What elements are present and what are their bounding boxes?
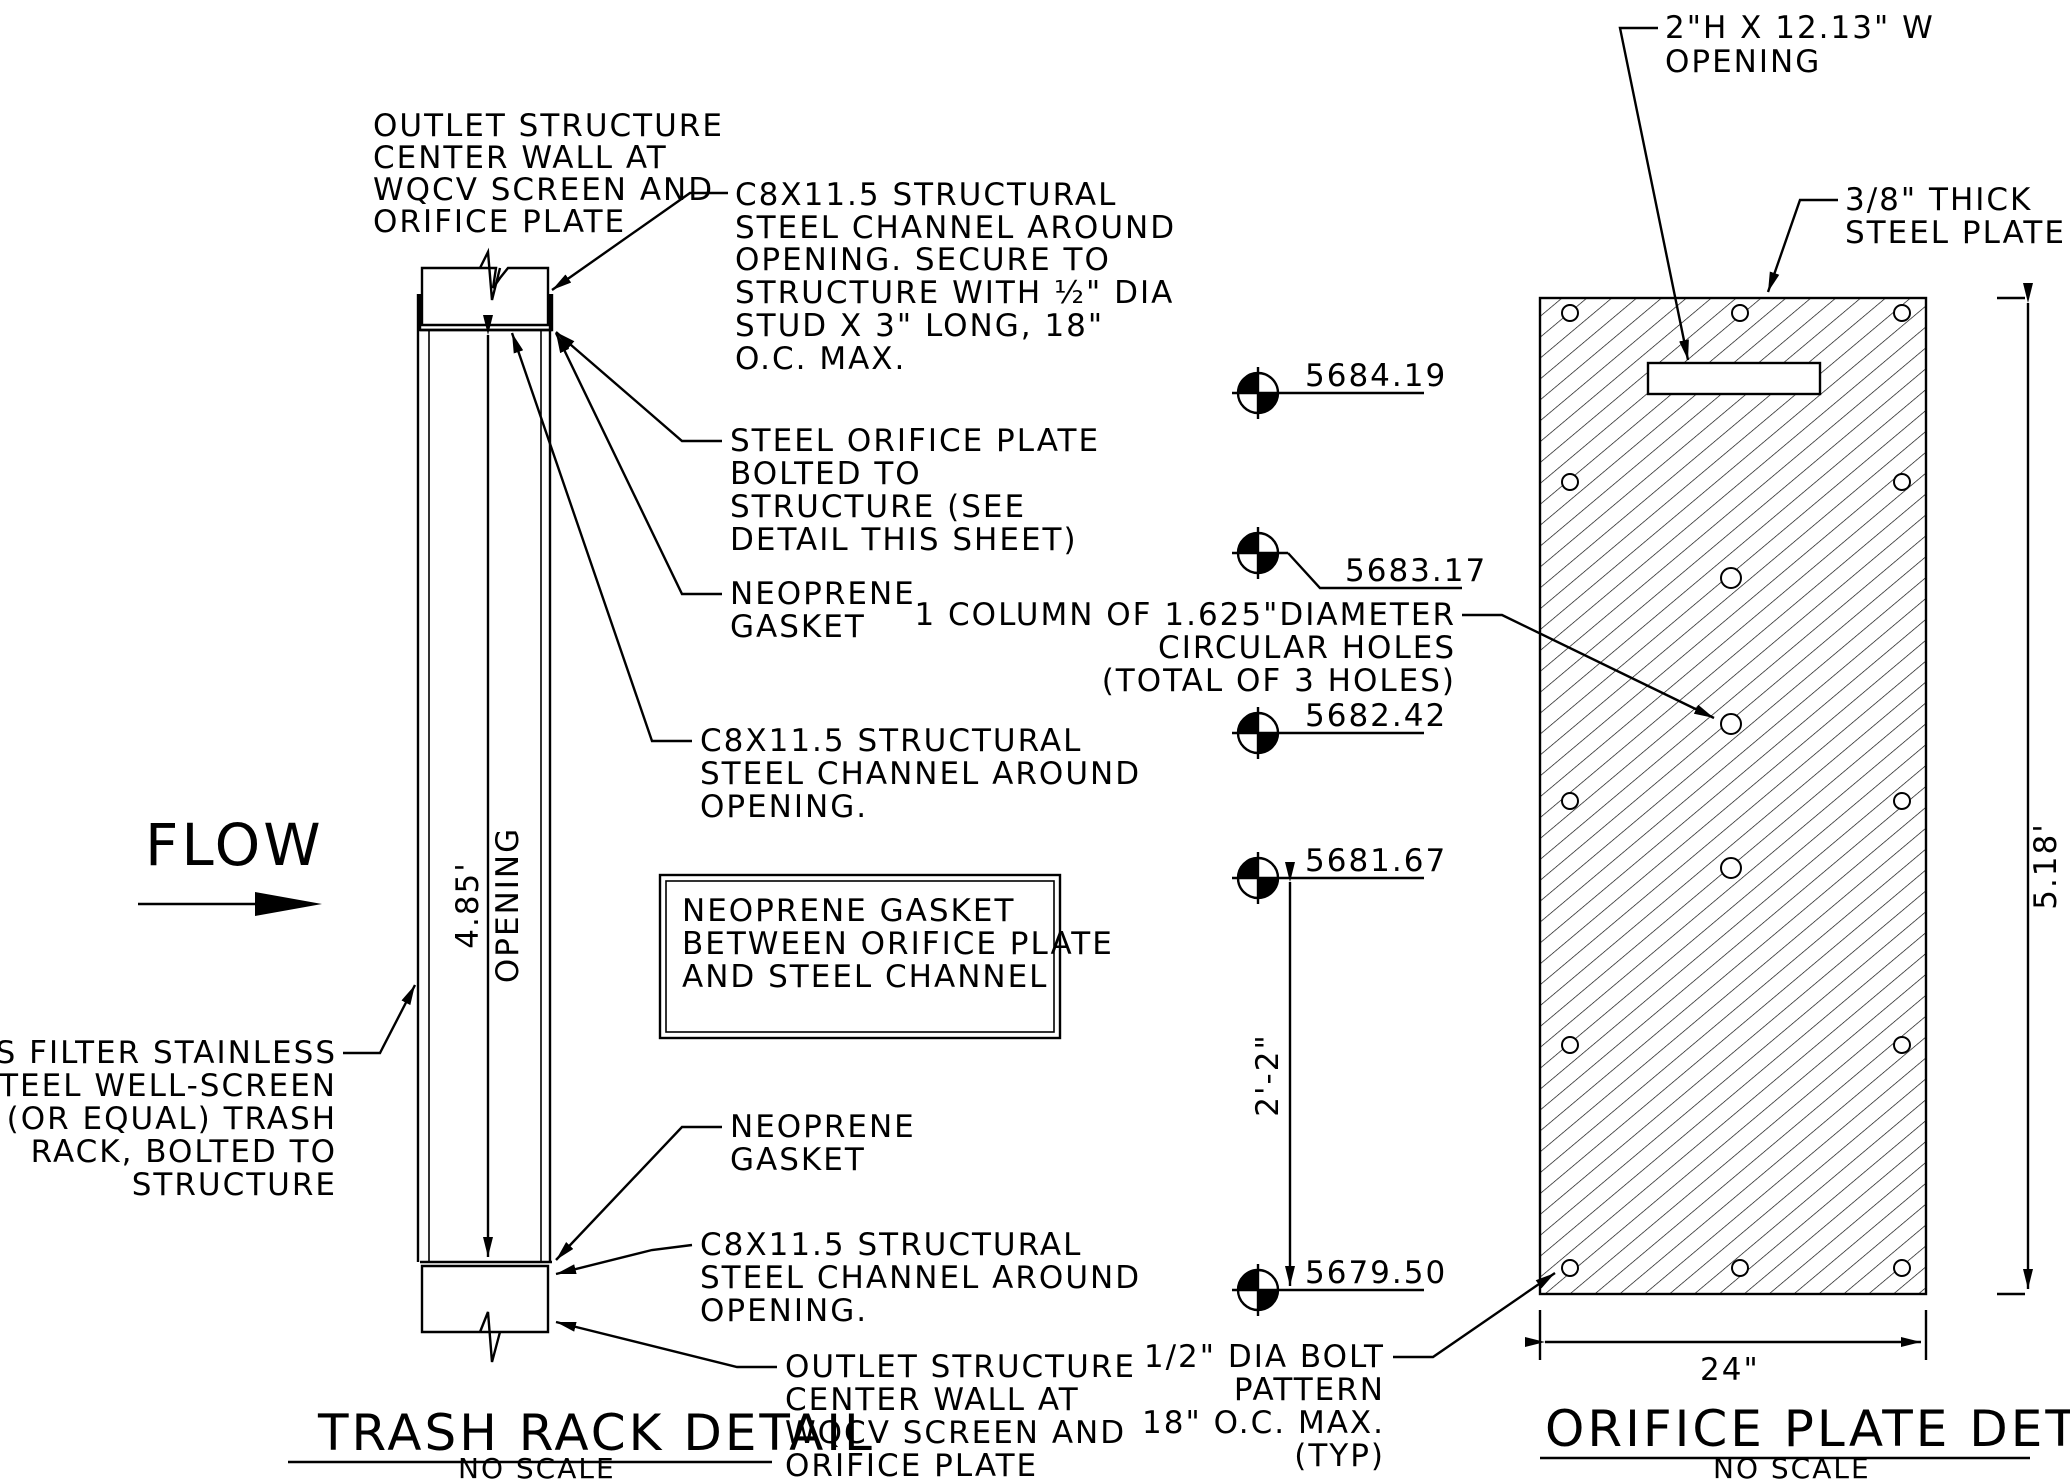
elevation-marker-5: 5679.50	[1232, 1255, 1447, 1316]
width-dim-value: 24"	[1700, 1352, 1760, 1388]
svg-text:BETWEEN ORIFICE PLATE: BETWEEN ORIFICE PLATE	[682, 926, 1114, 962]
note-channel-bottom: C8X11.5 STRUCTURAL STEEL CHANNEL AROUND …	[555, 1227, 1141, 1329]
svg-text:WQCV SCREEN AND: WQCV SCREEN AND	[373, 172, 714, 208]
flow-label: FLOW	[145, 811, 324, 879]
svg-text:GASKET: GASKET	[730, 609, 866, 645]
elevation-markers: 5684.19 5683.17 5682.42 5681.67	[914, 358, 1715, 1474]
svg-text:STUD X 3" LONG, 18": STUD X 3" LONG, 18"	[735, 308, 1104, 344]
note-channel-top: C8X11.5 STRUCTURAL STEEL CHANNEL AROUND …	[551, 177, 1176, 377]
svg-text:5683.17: 5683.17	[1345, 553, 1487, 589]
svg-text:NEOPRENE: NEOPRENE	[730, 576, 916, 612]
svg-text:STRUCTURE (SEE: STRUCTURE (SEE	[730, 489, 1026, 525]
svg-text:GASKET: GASKET	[730, 1142, 866, 1178]
spacing-dim-value: 2'-2"	[1250, 1033, 1286, 1116]
svg-text:C8X11.5 STRUCTURAL: C8X11.5 STRUCTURAL	[700, 723, 1082, 759]
svg-text:NEOPRENE GASKET: NEOPRENE GASKET	[682, 893, 1015, 929]
trash-rack-detail: 4.85' OPENING OUTLET STRUCTURE CENTER WA…	[0, 108, 1176, 1480]
note-bolt-pattern: 1/2" DIA BOLT PATTERN 18" O.C. MAX. (TYP…	[1142, 1272, 1556, 1474]
svg-text:AND STEEL CHANNEL: AND STEEL CHANNEL	[682, 959, 1048, 995]
flow-arrow-head	[255, 892, 322, 916]
svg-text:STEEL CHANNEL AROUND: STEEL CHANNEL AROUND	[700, 756, 1141, 792]
plate-rect-opening	[1646, 361, 1822, 396]
svg-text:2"H X 12.13" W: 2"H X 12.13" W	[1665, 10, 1935, 46]
svg-text:OUTLET STRUCTURE: OUTLET STRUCTURE	[373, 108, 724, 144]
note-circular-holes: 1 COLUMN OF 1.625"DIAMETER CIRCULAR HOLE…	[914, 597, 1715, 720]
orifice-plate-subtitle: NO SCALE	[1713, 1452, 1871, 1480]
svg-text:18" O.C. MAX.: 18" O.C. MAX.	[1142, 1405, 1385, 1441]
note-us-filter: US FILTER STAINLESS STEEL WELL-SCREEN (O…	[0, 984, 417, 1203]
note-outlet-structure-bottom: OUTLET STRUCTURE CENTER WALL AT WQCV SCR…	[555, 1320, 1136, 1480]
elevation-marker-2: 5683.17	[1232, 527, 1487, 590]
svg-text:5681.67: 5681.67	[1305, 843, 1447, 879]
note-plate-thickness: 3/8" THICK STEEL PLATE	[1766, 182, 2066, 293]
svg-text:DETAIL THIS SHEET): DETAIL THIS SHEET)	[730, 522, 1078, 558]
svg-text:5679.50: 5679.50	[1305, 1255, 1447, 1291]
svg-text:RACK, BOLTED TO: RACK, BOLTED TO	[31, 1134, 337, 1170]
svg-text:ORIFICE PLATE: ORIFICE PLATE	[373, 204, 626, 240]
elevation-marker-3: 5682.42	[1232, 698, 1447, 759]
svg-text:CENTER WALL AT: CENTER WALL AT	[373, 140, 668, 176]
svg-text:STRUCTURE WITH ½" DIA: STRUCTURE WITH ½" DIA	[735, 275, 1174, 311]
svg-text:OPENING.: OPENING.	[700, 789, 868, 825]
note-neoprene-gasket-bottom: NEOPRENE GASKET	[555, 1109, 916, 1261]
svg-text:3/8" THICK: 3/8" THICK	[1845, 182, 2032, 218]
svg-text:STRUCTURE: STRUCTURE	[132, 1167, 337, 1203]
note-gasket-box: NEOPRENE GASKET BETWEEN ORIFICE PLATE AN…	[658, 873, 1114, 1040]
svg-text:ORIFICE PLATE: ORIFICE PLATE	[785, 1448, 1038, 1480]
orifice-plate-detail: 2"H X 12.13" W OPENING 3/8" THICK STEEL …	[1525, 10, 2070, 1480]
note-steel-orifice-plate: STEEL ORIFICE PLATE BOLTED TO STRUCTURE …	[555, 331, 1100, 558]
bottom-wall-break	[478, 1311, 502, 1363]
top-wall-section	[420, 266, 550, 327]
svg-text:STEEL WELL-SCREEN: STEEL WELL-SCREEN	[0, 1068, 337, 1104]
svg-text:(OR EQUAL) TRASH: (OR EQUAL) TRASH	[7, 1101, 337, 1137]
elevation-marker-1: 5684.19	[1232, 358, 1447, 419]
svg-text:US FILTER STAINLESS: US FILTER STAINLESS	[0, 1035, 337, 1071]
note-plate-opening: 2"H X 12.13" W OPENING	[1618, 10, 1935, 361]
flow-indicator: FLOW	[138, 811, 324, 916]
svg-text:O.C. MAX.: O.C. MAX.	[735, 341, 906, 377]
svg-text:STEEL CHANNEL AROUND: STEEL CHANNEL AROUND	[735, 210, 1176, 246]
svg-text:STEEL PLATE: STEEL PLATE	[1845, 215, 2066, 251]
note-channel-middle: C8X11.5 STRUCTURAL STEEL CHANNEL AROUND …	[510, 332, 1141, 825]
svg-text:STEEL CHANNEL AROUND: STEEL CHANNEL AROUND	[700, 1260, 1141, 1296]
svg-text:OPENING. SECURE TO: OPENING. SECURE TO	[735, 242, 1111, 278]
opening-dim-value: 4.85'	[450, 861, 486, 949]
note-outlet-structure-top: OUTLET STRUCTURE CENTER WALL AT WQCV SCR…	[373, 108, 724, 240]
svg-text:CENTER WALL AT: CENTER WALL AT	[785, 1382, 1080, 1418]
svg-text:PATTERN: PATTERN	[1234, 1372, 1385, 1408]
orifice-holes	[1720, 567, 1742, 879]
bottom-wall-section	[420, 1264, 550, 1334]
svg-text:BOLTED TO: BOLTED TO	[730, 456, 922, 492]
svg-text:1 COLUMN OF 1.625"DIAMETER: 1 COLUMN OF 1.625"DIAMETER	[914, 597, 1456, 633]
orifice-plate-title: ORIFICE PLATE DETAIL	[1545, 1400, 2070, 1458]
svg-text:STEEL ORIFICE PLATE: STEEL ORIFICE PLATE	[730, 423, 1100, 459]
elevation-marker-4: 5681.67	[1232, 843, 1447, 904]
orifice-plate-body	[1538, 296, 1928, 1296]
svg-text:CIRCULAR HOLES: CIRCULAR HOLES	[1158, 630, 1456, 666]
opening-dim-label: OPENING	[490, 827, 526, 983]
trash-rack-title: TRASH RACK DETAIL	[317, 1404, 875, 1462]
svg-text:OPENING: OPENING	[1665, 44, 1821, 80]
svg-text:(TYP): (TYP)	[1294, 1438, 1385, 1474]
svg-text:5684.19: 5684.19	[1305, 358, 1447, 394]
svg-text:OUTLET STRUCTURE: OUTLET STRUCTURE	[785, 1349, 1136, 1385]
height-dim-value: 5.18'	[2028, 822, 2064, 910]
svg-text:WQCV SCREEN AND: WQCV SCREEN AND	[785, 1415, 1126, 1451]
svg-text:1/2" DIA BOLT: 1/2" DIA BOLT	[1144, 1339, 1385, 1375]
trash-rack-subtitle: NO SCALE	[458, 1452, 616, 1480]
svg-text:C8X11.5 STRUCTURAL: C8X11.5 STRUCTURAL	[735, 177, 1117, 213]
svg-text:C8X11.5 STRUCTURAL: C8X11.5 STRUCTURAL	[700, 1227, 1082, 1263]
bolt-holes	[1561, 304, 1911, 1277]
svg-text:(TOTAL OF 3 HOLES): (TOTAL OF 3 HOLES)	[1102, 663, 1456, 699]
svg-text:5682.42: 5682.42	[1305, 698, 1447, 734]
note-neoprene-gasket-top: NEOPRENE GASKET	[554, 332, 916, 645]
top-wall-break	[478, 247, 502, 301]
svg-text:OPENING.: OPENING.	[700, 1293, 868, 1329]
svg-text:NEOPRENE: NEOPRENE	[730, 1109, 916, 1145]
